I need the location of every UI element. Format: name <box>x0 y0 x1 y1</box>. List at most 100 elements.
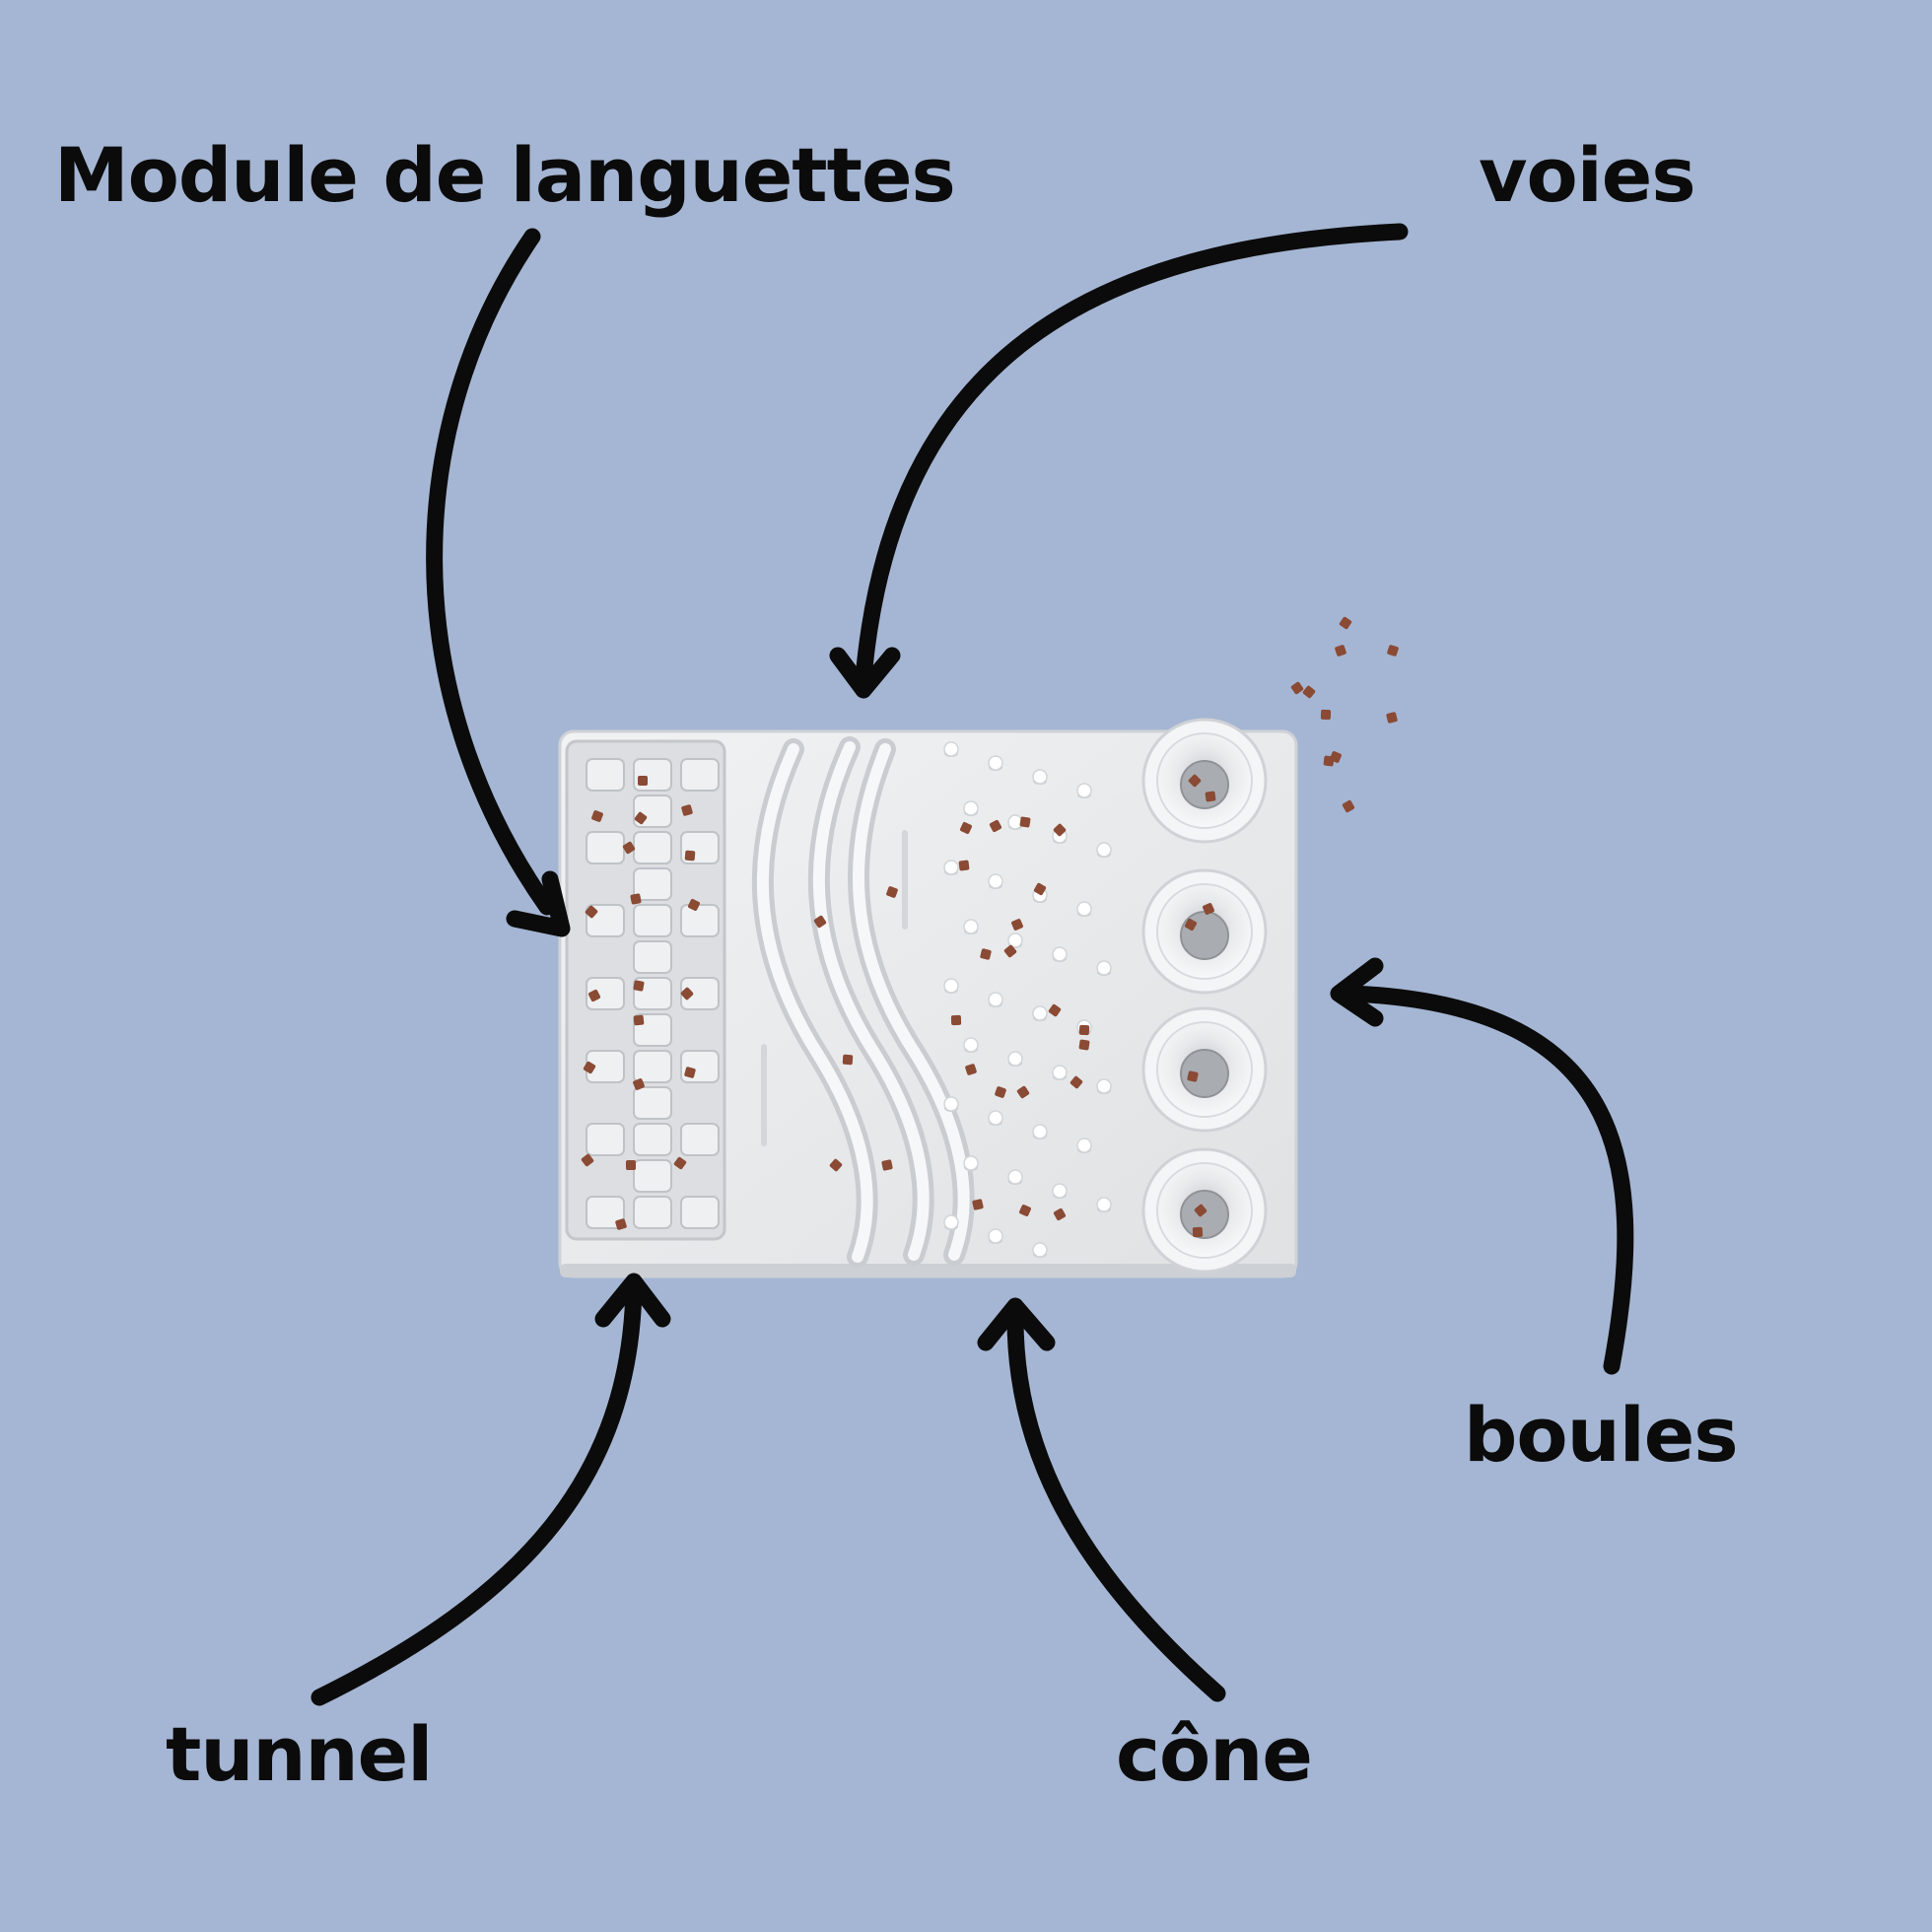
cone-peg <box>1096 842 1112 858</box>
tongue-cup <box>586 831 625 864</box>
arrows <box>310 223 1634 1706</box>
kibble-piece <box>583 1061 596 1074</box>
tongue-cup <box>680 1123 720 1156</box>
kibble-piece <box>995 1086 1006 1098</box>
kibble-piece <box>1053 823 1067 837</box>
cone-peg <box>1052 946 1068 962</box>
cone-peg <box>988 1110 1003 1126</box>
tongue-cup <box>633 940 672 974</box>
kibble-piece <box>625 1159 637 1171</box>
kibble-piece <box>681 804 693 816</box>
kibble-piece <box>1194 1204 1208 1217</box>
cone-peg <box>943 1096 959 1112</box>
tongue-cup <box>680 1196 720 1229</box>
arrow-boules <box>1330 957 1634 1375</box>
kibble-piece <box>1339 616 1352 630</box>
kibble-piece <box>581 1153 594 1167</box>
kibble-piece <box>633 1014 645 1026</box>
tongue-cup <box>633 1159 672 1193</box>
kibble-piece <box>1192 1226 1204 1238</box>
cone-peg <box>988 992 1003 1007</box>
kibble-piece <box>881 1159 893 1171</box>
kibble-piece <box>1335 645 1346 656</box>
kibble-piece <box>960 822 972 834</box>
kibble-piece <box>1188 774 1202 788</box>
cone-peg <box>988 1228 1003 1244</box>
cone-peg <box>963 800 979 816</box>
tongue-cup <box>586 758 625 792</box>
cone-peg <box>1096 960 1112 976</box>
cone-peg <box>988 873 1003 889</box>
kibble-piece <box>684 1067 696 1078</box>
kibble-piece <box>1302 685 1316 699</box>
cone-peg <box>1076 783 1092 798</box>
kibble-piece <box>587 989 601 1002</box>
kibble-piece <box>615 1218 627 1230</box>
ball-bowl <box>1141 868 1268 995</box>
kibble-piece <box>638 776 648 786</box>
ball-bowl <box>1141 1006 1268 1133</box>
kibble-piece <box>1323 755 1335 767</box>
kibble-piece <box>684 850 696 862</box>
cone-peg <box>943 978 959 994</box>
ball-bowl <box>1141 718 1268 844</box>
kibble-piece <box>633 1078 645 1090</box>
tongue-cup <box>680 1050 720 1083</box>
cone-peg <box>1007 814 1023 830</box>
kibble-piece <box>1033 882 1047 896</box>
tongue-cup <box>633 904 672 937</box>
tongue-cup <box>586 1196 625 1229</box>
cone-peg <box>1032 1124 1048 1139</box>
kibble-piece <box>1078 1039 1090 1051</box>
kibble-piece <box>585 905 598 919</box>
cone-peg <box>1032 1242 1048 1258</box>
label-boules: boules <box>1464 1391 1739 1479</box>
kibble-piece <box>630 893 642 905</box>
cone-peg <box>1007 1051 1023 1067</box>
kibble-piece <box>680 987 694 1000</box>
kibble-piece <box>634 811 648 825</box>
tongue-cup <box>633 1123 672 1156</box>
tongue-cup <box>680 904 720 937</box>
kibble-piece <box>1019 816 1031 828</box>
kibble-piece <box>972 1199 984 1210</box>
kibble-piece <box>1187 1070 1199 1082</box>
arrow-voies <box>829 223 1409 699</box>
kibble-piece <box>1320 709 1332 721</box>
tongue-cup <box>633 831 672 864</box>
kibble-piece <box>980 948 992 960</box>
arrow-tunnel <box>310 1273 671 1706</box>
kibble-piece <box>842 1054 854 1066</box>
kibble-piece <box>673 1156 687 1170</box>
kibble-piece <box>1003 944 1017 958</box>
tongue-cup <box>633 758 672 792</box>
cone-peg <box>988 755 1003 771</box>
arrow-cone <box>977 1297 1226 1702</box>
cone-peg <box>963 1155 979 1171</box>
label-cone: cône <box>1116 1710 1313 1798</box>
tongue-cup <box>633 1086 672 1120</box>
kibble-pieces <box>581 616 1399 1238</box>
ball-bowls <box>1141 718 1268 1274</box>
feeder-board <box>558 729 1298 1278</box>
kibble-piece <box>829 1158 843 1172</box>
cone-peg <box>1096 1078 1112 1094</box>
tongue-module <box>565 739 726 1241</box>
label-module-de-languettes: Module de languettes <box>54 131 956 219</box>
tongue-cup <box>680 758 720 792</box>
kibble-piece <box>958 860 970 871</box>
kibble-piece <box>1053 1208 1067 1221</box>
kibble-piece <box>813 915 827 929</box>
cone-peg <box>963 919 979 934</box>
kibble-piece <box>622 841 636 855</box>
kibble-piece <box>1290 681 1304 695</box>
cone-peg <box>1096 1197 1112 1212</box>
cone-peg <box>943 1214 959 1230</box>
cone-peg <box>1032 1005 1048 1021</box>
cone-peg <box>1052 1183 1068 1199</box>
kibble-piece <box>1184 918 1198 932</box>
cone-peg <box>1007 932 1023 948</box>
kibble-piece <box>1387 645 1399 656</box>
kibble-piece <box>591 810 603 822</box>
